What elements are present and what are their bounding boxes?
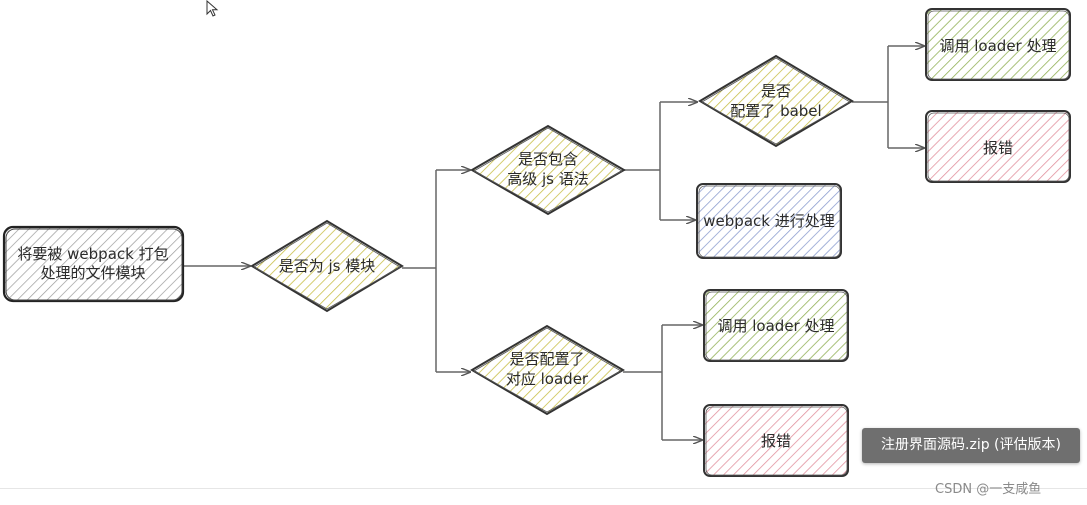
decision-advanced-js-label-2: 高级 js 语法 — [507, 170, 589, 188]
action-error-top-label: 报错 — [983, 139, 1013, 157]
edge-loadercfg-split — [623, 325, 663, 440]
connectors — [183, 46, 924, 440]
action-webpack-process: webpack 进行处理 — [696, 183, 842, 259]
action-webpack-process-label: webpack 进行处理 — [703, 212, 834, 230]
action-call-loader-bottom: 调用 loader 处理 — [703, 289, 849, 362]
csdn-watermark: CSDN @一支咸鱼 — [935, 482, 1042, 497]
edge-js-split — [402, 170, 437, 372]
start-node: 将要被 webpack 打包 处理的文件模块 — [2, 225, 185, 303]
decision-loader-configured: 是否配置了 对应 loader — [470, 324, 625, 416]
decision-advanced-js-label-1: 是否包含 — [518, 150, 578, 168]
bottom-divider — [0, 488, 1087, 489]
decision-loader-configured-label-2: 对应 loader — [506, 370, 589, 388]
arrow-cursor-icon — [206, 0, 219, 17]
action-error-top: 报错 — [925, 110, 1071, 183]
edge-babel-split — [852, 46, 889, 148]
decision-is-js-module: 是否为 js 模块 — [250, 219, 404, 313]
action-call-loader-bottom-label: 调用 loader 处理 — [718, 317, 835, 335]
file-tooltip: 注册界面源码.zip (评估版本) — [862, 428, 1080, 463]
start-node-label-1: 将要被 webpack 打包 — [17, 245, 168, 263]
decision-babel-configured: 是否 配置了 babel — [698, 54, 854, 148]
decision-advanced-js: 是否包含 高级 js 语法 — [470, 124, 626, 216]
action-error-bottom-label: 报错 — [761, 432, 791, 450]
start-node-label-2: 处理的文件模块 — [40, 264, 145, 282]
decision-loader-configured-label-1: 是否配置了 — [509, 350, 584, 368]
edge-advanced-split — [624, 102, 661, 220]
decision-babel-configured-label-2: 配置了 babel — [730, 102, 821, 120]
decision-is-js-module-label: 是否为 js 模块 — [279, 257, 376, 275]
action-call-loader-top-label: 调用 loader 处理 — [940, 37, 1057, 55]
action-call-loader-top: 调用 loader 处理 — [925, 8, 1071, 81]
decision-babel-configured-label-1: 是否 — [761, 82, 791, 100]
action-error-bottom: 报错 — [703, 404, 849, 477]
